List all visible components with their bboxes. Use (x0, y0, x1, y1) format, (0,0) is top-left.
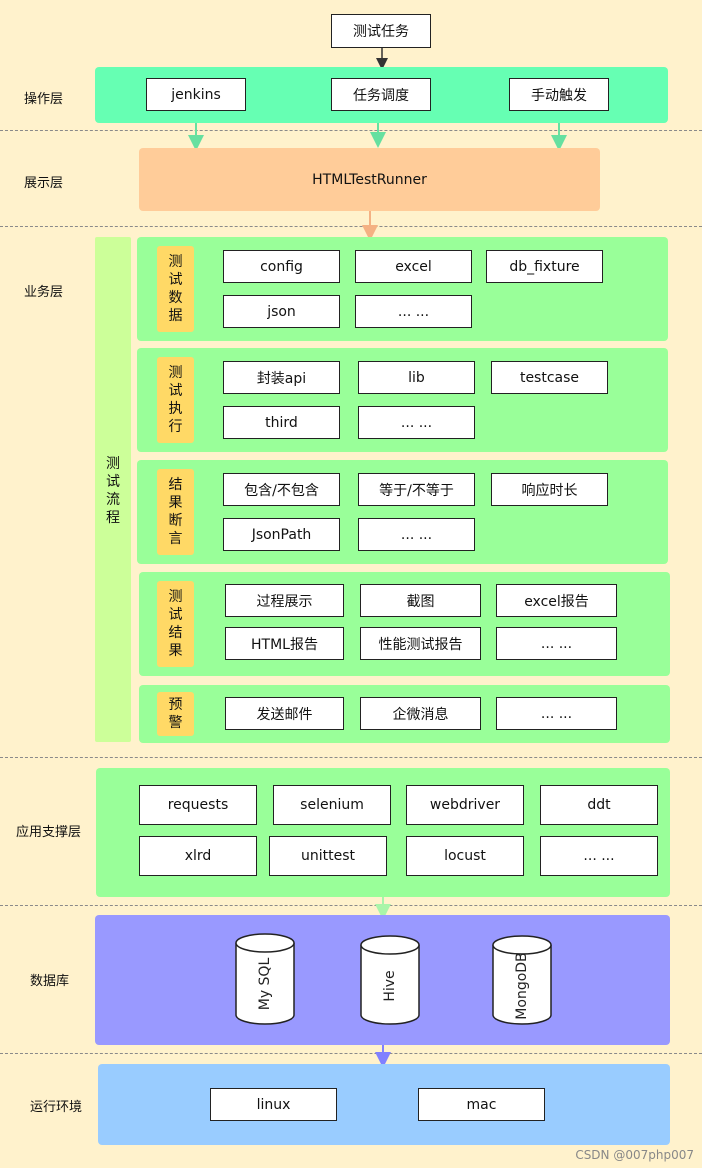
divider-1 (0, 130, 702, 131)
divider-4 (0, 905, 702, 906)
support-selenium: selenium (273, 785, 391, 825)
result-more: ... ... (496, 627, 617, 660)
divider-3 (0, 757, 702, 758)
test-data-config: config (223, 250, 340, 283)
operation-item-manual: 手动触发 (509, 78, 609, 111)
db-label-hive: Hive (382, 970, 398, 1002)
alert-email: 发送邮件 (225, 697, 344, 730)
runtime-linux: linux (210, 1088, 337, 1121)
result-excel-report: excel报告 (496, 584, 617, 617)
layer-label-operation: 操作层 (24, 92, 64, 107)
db-label-mongodb: MongoDB (514, 952, 530, 1020)
assert-response-time: 响应时长 (491, 473, 608, 506)
support-webdriver: webdriver (406, 785, 524, 825)
test-data-db-fixture: db_fixture (486, 250, 603, 283)
assert-contains: 包含/不包含 (223, 473, 340, 506)
support-more: ... ... (540, 836, 658, 876)
support-ddt: ddt (540, 785, 658, 825)
assert-jsonpath: JsonPath (223, 518, 340, 551)
test-exec-more: ... ... (358, 406, 475, 439)
test-data-excel: excel (355, 250, 472, 283)
top-task-box: 测试任务 (331, 14, 431, 48)
operation-item-jenkins: jenkins (146, 78, 246, 111)
result-process: 过程展示 (225, 584, 344, 617)
display-runner-label: HTMLTestRunner (312, 171, 427, 188)
test-exec-api: 封装api (223, 361, 340, 394)
db-cylinder-mongodb-icon (492, 935, 552, 1025)
divider-2 (0, 226, 702, 227)
flow-label: 测 试 流 程 (106, 456, 120, 526)
group-alert-title: 预 警 (157, 692, 194, 736)
support-requests: requests (139, 785, 257, 825)
layer-label-database: 数据库 (30, 974, 70, 989)
support-xlrd: xlrd (139, 836, 257, 876)
assert-more: ... ... (358, 518, 475, 551)
flow-strip (95, 237, 131, 742)
layer-label-display: 展示层 (24, 176, 64, 191)
test-exec-lib: lib (358, 361, 475, 394)
runtime-panel (98, 1064, 670, 1145)
layer-label-business: 业务层 (24, 285, 64, 300)
divider-5 (0, 1053, 702, 1054)
group-test-data-title: 测 试 数 据 (157, 246, 194, 332)
assert-equals: 等于/不等于 (358, 473, 475, 506)
db-label-mysql: My SQL (257, 957, 273, 1011)
result-html-report: HTML报告 (225, 627, 344, 660)
layer-label-runtime: 运行环境 (30, 1100, 83, 1115)
result-screenshot: 截图 (360, 584, 481, 617)
test-data-json: json (223, 295, 340, 328)
db-cylinder-hive-icon (360, 935, 420, 1025)
alert-wecom: 企微消息 (360, 697, 481, 730)
watermark: CSDN @007php007 (575, 1148, 694, 1162)
group-result-title: 测 试 结 果 (157, 581, 194, 667)
result-perf-report: 性能测试报告 (360, 627, 481, 660)
alert-more: ... ... (496, 697, 617, 730)
operation-item-scheduling: 任务调度 (331, 78, 431, 111)
layer-label-support: 应用支撑层 (16, 825, 82, 840)
test-data-more: ... ... (355, 295, 472, 328)
group-test-exec-title: 测 试 执 行 (157, 357, 194, 443)
runtime-mac: mac (418, 1088, 545, 1121)
support-locust: locust (406, 836, 524, 876)
display-panel: HTMLTestRunner (139, 148, 600, 211)
test-exec-third: third (223, 406, 340, 439)
db-cylinder-mysql-icon (235, 933, 295, 1025)
support-unittest: unittest (269, 836, 387, 876)
test-exec-testcase: testcase (491, 361, 608, 394)
group-assert-title: 结 果 断 言 (157, 469, 194, 555)
